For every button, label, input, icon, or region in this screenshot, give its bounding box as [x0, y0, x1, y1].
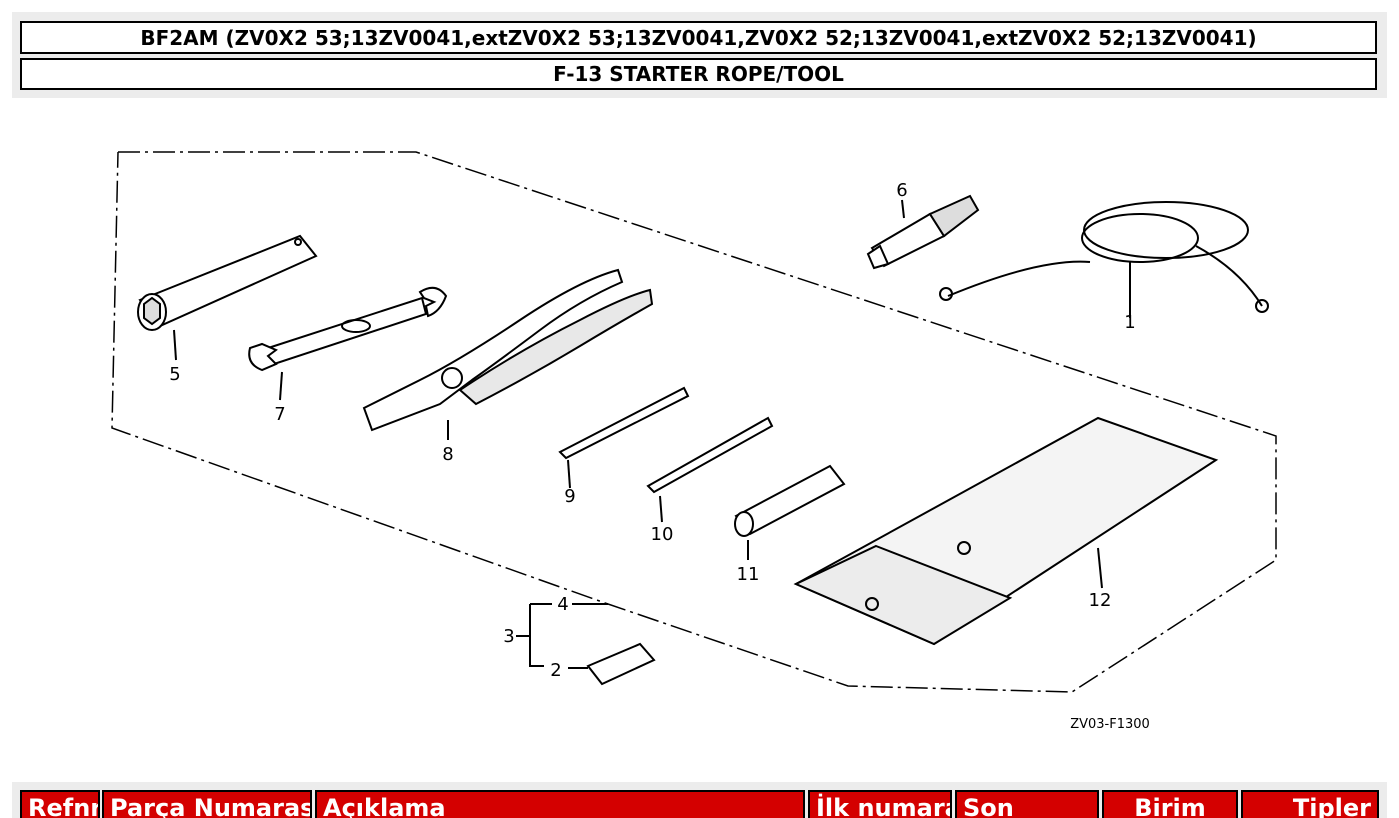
header-panel: BF2AM (ZV0X2 53;13ZV0041,extZV0X2 53;13Z…	[12, 12, 1387, 98]
col-unit[interactable]: Birim	[1102, 790, 1238, 818]
col-types[interactable]: Tipler	[1241, 790, 1379, 818]
col-first-number[interactable]: İlk numara	[808, 790, 952, 818]
open-wrench-part	[248, 286, 448, 401]
pliers-part	[362, 268, 654, 440]
callout-8: 8	[442, 444, 453, 465]
callout-5: 5	[169, 364, 180, 385]
col-refnr[interactable]: Refnr	[20, 790, 100, 818]
parts-table-header: Refnr Parça Numarası Açıklama İlk numara…	[12, 782, 1387, 818]
tool-bag-part	[793, 416, 1219, 646]
callout-11: 11	[737, 564, 760, 585]
handle-part	[734, 464, 846, 560]
callout-9: 9	[564, 486, 575, 507]
callout-1: 1	[1124, 312, 1135, 333]
screwdriver-10-part	[646, 416, 774, 523]
section-title: F-13 STARTER ROPE/TOOL	[20, 58, 1377, 90]
col-part-number[interactable]: Parça Numarası	[102, 790, 312, 818]
parts-diagram-svg: 1 2 3 4 5 6 7 8 9 10 11 12 ZV03-F1300	[111, 151, 1277, 732]
callout-3: 3	[503, 626, 514, 647]
diagram-outline	[111, 151, 1277, 693]
callout-10: 10	[651, 524, 674, 545]
clip-part	[516, 603, 656, 686]
screwdriver-9-part	[558, 386, 690, 489]
spark-plug-part	[866, 194, 980, 270]
model-title: BF2AM (ZV0X2 53;13ZV0041,extZV0X2 53;13Z…	[20, 21, 1377, 54]
col-description[interactable]: Açıklama	[315, 790, 805, 818]
parts-diagram: 1 2 3 4 5 6 7 8 9 10 11 12 ZV03-F1300	[0, 100, 1399, 760]
callout-6: 6	[896, 180, 907, 201]
plug-wrench-part	[137, 234, 318, 361]
callout-7: 7	[274, 404, 285, 425]
diagram-code: ZV03-F1300	[1070, 717, 1150, 732]
callout-12: 12	[1089, 590, 1112, 611]
callout-2: 2	[550, 660, 561, 681]
starter-rope-part	[939, 201, 1269, 318]
callout-4: 4	[557, 594, 568, 615]
col-last[interactable]: Son	[955, 790, 1099, 818]
